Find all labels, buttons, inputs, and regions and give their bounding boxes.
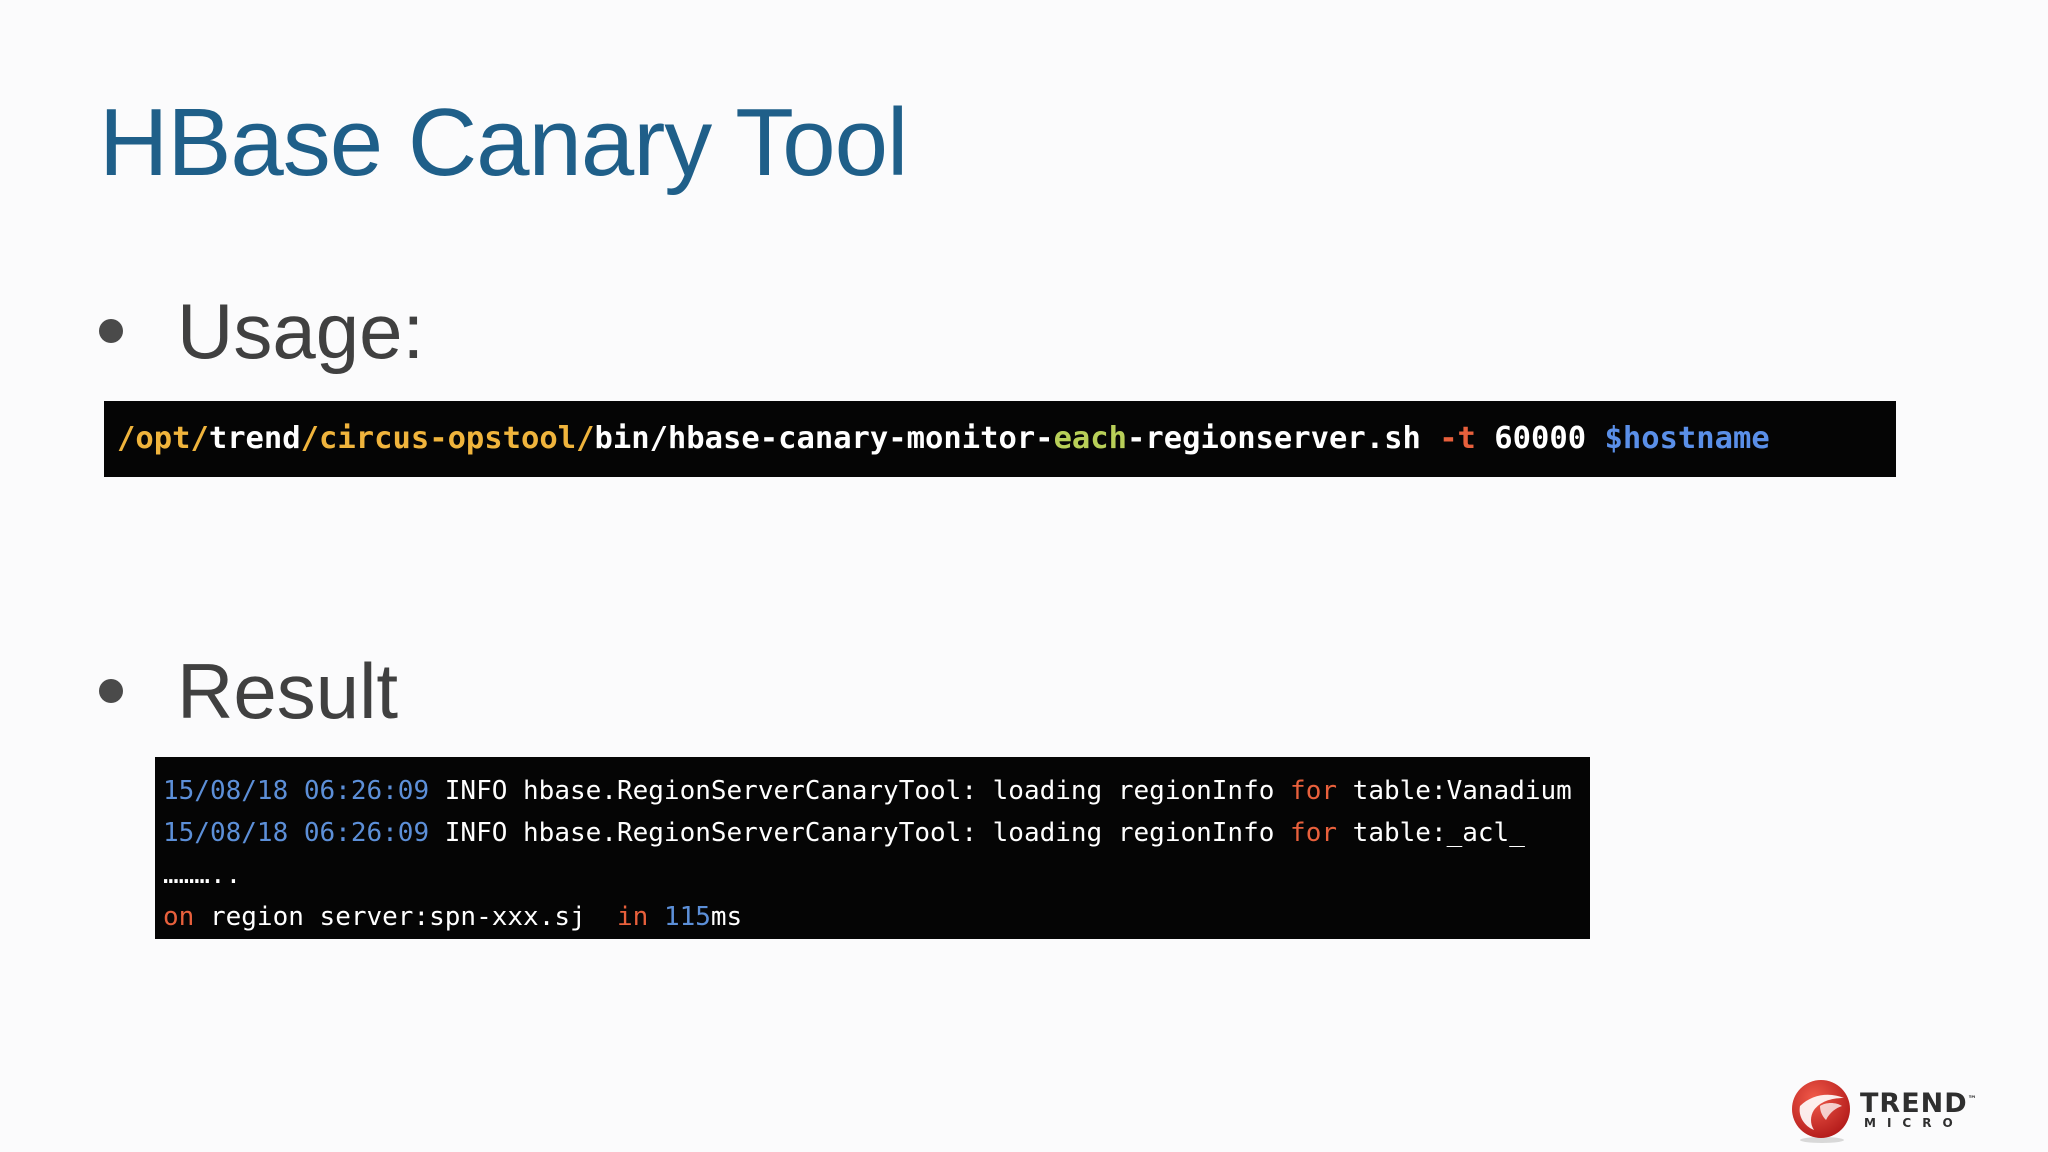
bullet-dot-icon <box>99 319 123 343</box>
trend-micro-ball-icon <box>1792 1080 1850 1143</box>
terminal-text-segment: trend <box>208 421 301 456</box>
output-line: on region server:spn-xxx.sj in 115ms <box>163 896 1590 938</box>
terminal-text-segment: ……….. <box>163 860 242 890</box>
terminal-text-segment: / <box>300 421 320 456</box>
terminal-text-segment: INFO hbase.RegionServerCanaryTool: loadi… <box>444 818 1291 848</box>
terminal-text-segment: region server:spn-xxx.sj <box>209 902 617 932</box>
result-output-block: 15/08/18 06:26:09 INFO hbase.RegionServe… <box>155 757 1590 939</box>
terminal-text-segment: 15/08/18 06:26:09 <box>163 818 445 848</box>
output-line: 15/08/18 06:26:09 INFO hbase.RegionServe… <box>163 770 1590 812</box>
bullet-result: Result <box>99 646 398 736</box>
bullet-usage: Usage: <box>99 286 424 376</box>
terminal-text-segment: each <box>1053 421 1128 456</box>
terminal-text-segment: -t <box>1439 421 1495 456</box>
logo-brand-text: TREND™ <box>1860 1088 1978 1119</box>
terminal-text-segment: table:Vanadium <box>1352 776 1572 806</box>
terminal-text-segment: 60000 <box>1494 421 1605 456</box>
bullet-label-usage: Usage: <box>177 287 425 375</box>
terminal-text-segment: table:_acl_ <box>1352 818 1525 848</box>
terminal-text-segment: for <box>1290 818 1353 848</box>
bullet-label-result: Result <box>177 647 399 735</box>
terminal-text-segment: on <box>163 902 210 932</box>
terminal-text-segment: /opt/ <box>117 421 209 456</box>
usage-command-block: /opt/trend/circus-opstool/bin/hbase-cana… <box>104 401 1896 477</box>
terminal-text-segment: ms <box>710 902 743 932</box>
logo-sub-text: MICRO <box>1864 1116 1964 1130</box>
terminal-text-segment: -regionserver.sh <box>1127 421 1440 456</box>
terminal-text-segment: for <box>1290 776 1353 806</box>
terminal-text-segment: / <box>576 421 595 456</box>
terminal-text-segment: 115 <box>663 902 711 932</box>
terminal-text-segment: circus-opstool <box>319 421 577 456</box>
output-line: ……….. <box>163 854 1590 896</box>
terminal-text-segment: in <box>616 902 664 932</box>
trend-micro-logo: TREND™ MICRO <box>1790 1076 1977 1144</box>
terminal-text-segment: bin/hbase-canary-monitor- <box>594 421 1054 456</box>
slide-title: HBase Canary Tool <box>99 89 908 196</box>
terminal-text-segment: 15/08/18 06:26:09 <box>163 776 445 806</box>
terminal-text-segment: $hostname <box>1604 421 1770 456</box>
bullet-dot-icon <box>99 679 123 703</box>
output-line: 15/08/18 06:26:09 INFO hbase.RegionServe… <box>163 812 1590 854</box>
terminal-text-segment: INFO hbase.RegionServerCanaryTool: loadi… <box>444 776 1291 806</box>
